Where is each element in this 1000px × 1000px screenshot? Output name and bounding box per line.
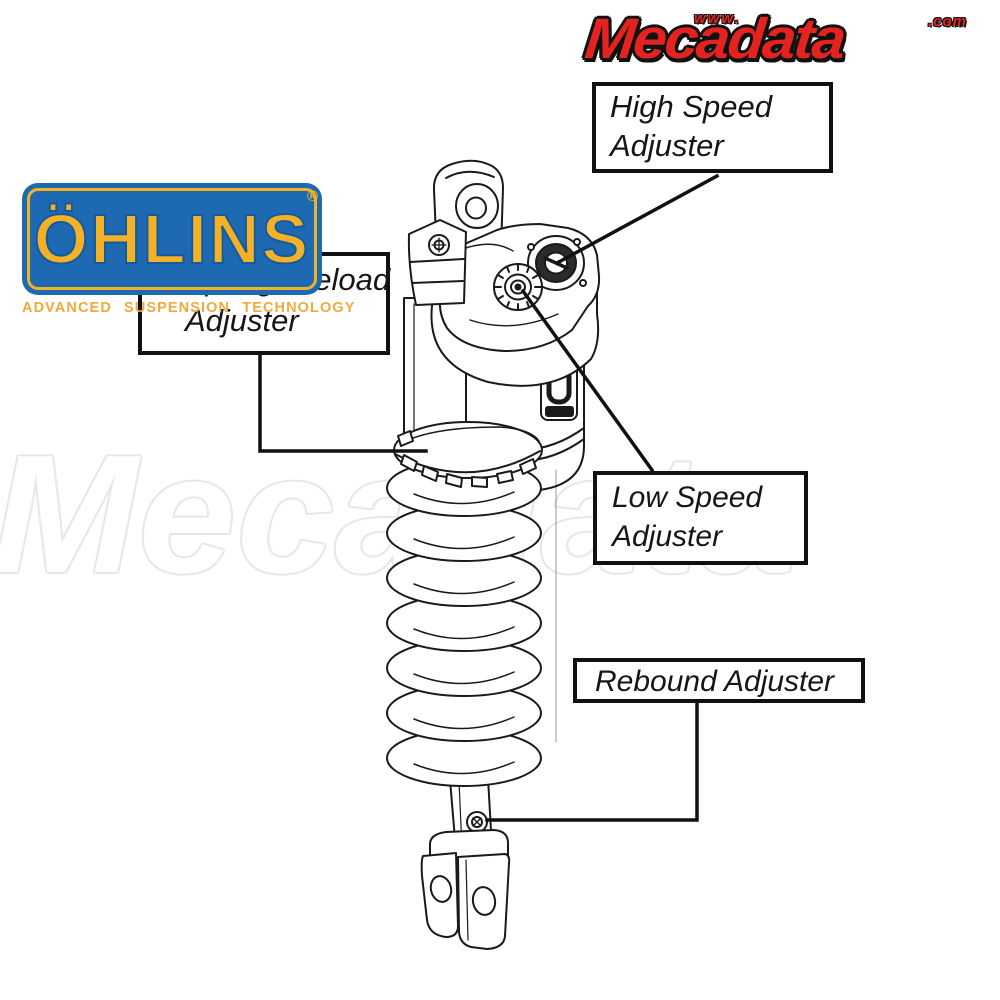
low-speed-connector-line xyxy=(520,288,655,473)
callout-label: Rebound Adjuster xyxy=(595,665,835,698)
ohlins-tagline: ADVANCED SUSPENSION TECHNOLOGY xyxy=(22,300,356,316)
high-speed-adjuster-callout: High Speed Adjuster xyxy=(592,82,833,173)
mecadata-tld-suffix: .com xyxy=(928,13,968,30)
ohlins-logo-keyline xyxy=(27,188,317,290)
rebound-adjuster-callout: Rebound Adjuster xyxy=(573,658,865,703)
mecadata-www-prefix: www. xyxy=(694,10,741,27)
low-speed-adjuster-knob xyxy=(493,263,543,311)
preload-connector-line xyxy=(258,353,428,453)
coil-spring xyxy=(386,459,542,787)
low-speed-adjuster-callout: Low Speed Adjuster xyxy=(593,471,808,565)
ohlins-logo: ÖHLINS ® ADVANCED SUSPENSION TECHNOLOGY xyxy=(22,183,356,316)
eyelet-clamp xyxy=(407,219,467,306)
bottom-clevis xyxy=(420,829,511,950)
ohlins-logo-panel: ÖHLINS ® xyxy=(22,183,322,295)
rebound-adjuster-screw xyxy=(466,811,488,833)
registered-trademark-symbol: ® xyxy=(306,188,318,205)
mecadata-wordmark: Mecadata xyxy=(582,7,848,71)
mecadata-logo: www. Mecadata .com xyxy=(582,4,997,71)
ohlins-wordmark: ÖHLINS xyxy=(33,199,311,279)
callout-label: Adjuster xyxy=(612,520,723,553)
callout-label: Adjuster xyxy=(185,303,299,338)
callout-label: Adjuster xyxy=(610,128,724,163)
callout-label: Low Speed xyxy=(612,481,763,514)
spring-preload-collar xyxy=(393,421,543,488)
high-speed-connector-line xyxy=(554,173,720,266)
callout-label: High Speed xyxy=(610,89,773,124)
rebound-connector-line xyxy=(485,701,699,822)
